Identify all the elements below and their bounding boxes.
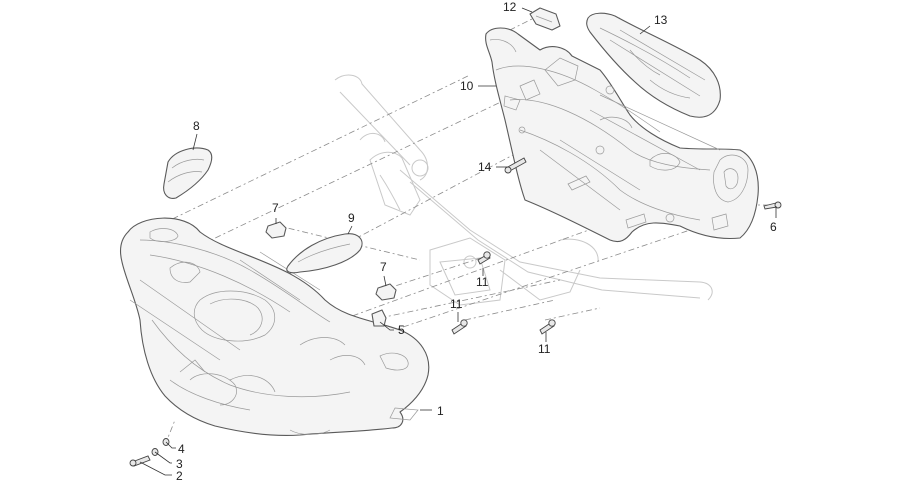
leader-lines (139, 7, 777, 476)
callout-8: 8 (193, 119, 200, 133)
screw-6 (763, 201, 782, 210)
callout-3: 3 (176, 457, 183, 471)
center-trim-piece-9 (286, 233, 363, 274)
callout-9: 9 (348, 211, 355, 225)
callout-5: 5 (398, 323, 405, 337)
callout-6: 6 (770, 220, 777, 234)
callout-11-upper: 11 (476, 275, 489, 289)
upper-trim-piece-8 (163, 147, 213, 199)
upper-cover-13 (586, 12, 721, 118)
rear-handlebar-cover (485, 27, 759, 243)
clip-5 (371, 309, 387, 327)
clip-7-lower (375, 283, 397, 301)
callout-7-lower: 7 (380, 260, 387, 274)
top-clip-12 (529, 7, 561, 31)
handlebar-ghost (334, 74, 713, 306)
callout-11-middle: 11 (450, 297, 463, 311)
callout-7-upper: 7 (272, 201, 279, 215)
screw-2 (129, 455, 151, 467)
screw-11-right (539, 319, 556, 335)
screw-11-upper (477, 251, 491, 265)
callout-4: 4 (178, 442, 185, 456)
callout-labels: 1 2 3 4 5 6 7 7 8 9 10 11 11 11 12 13 14 (176, 0, 777, 483)
screw-11-middle (451, 319, 468, 335)
callout-13: 13 (654, 13, 668, 27)
callout-10: 10 (460, 79, 474, 93)
screw-14 (504, 157, 527, 174)
callout-2: 2 (176, 469, 183, 483)
callout-14: 14 (478, 160, 492, 174)
callout-11-right: 11 (538, 342, 551, 356)
clip-7-upper (265, 221, 287, 239)
callout-1: 1 (437, 404, 444, 418)
front-handlebar-cover (119, 217, 430, 436)
callout-12: 12 (503, 0, 517, 14)
